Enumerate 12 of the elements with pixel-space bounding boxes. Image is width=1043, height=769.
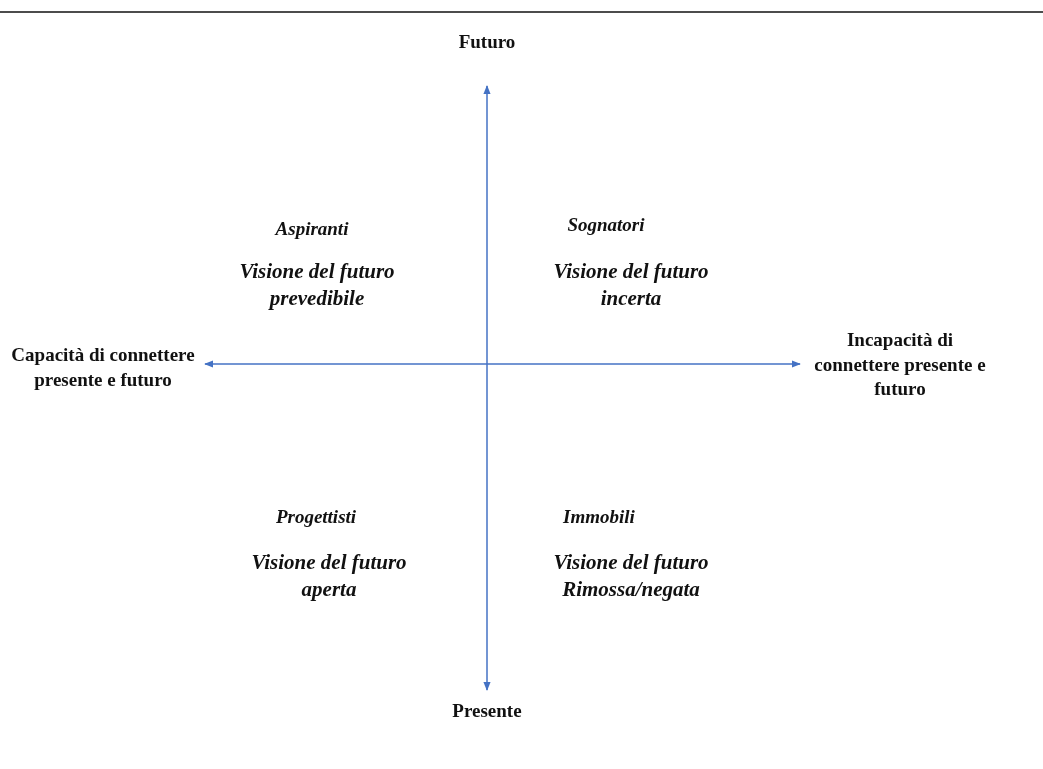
quadrant-description: Visione del futuro incerta: [552, 257, 710, 312]
quadrant-title: Sognatori: [567, 212, 645, 237]
axis-label: Incapacità di connettere presente e futuro: [813, 327, 987, 402]
axis-label: Presente: [452, 698, 522, 723]
quadrant-description: Visione del futuro aperta: [250, 548, 408, 603]
axis-label: Capacità di connettere presente e futuro: [10, 343, 196, 392]
quadrant-description: Visione del futuro Rimossa/negata: [552, 548, 710, 603]
quadrant-title: Aspiranti: [275, 216, 349, 241]
quadrant-title: Progettisti: [275, 504, 357, 529]
axis-label: Futuro: [458, 29, 516, 54]
quadrant-description: Visione del futuro prevedibile: [238, 257, 396, 312]
quadrant-title: Immobili: [563, 504, 635, 529]
